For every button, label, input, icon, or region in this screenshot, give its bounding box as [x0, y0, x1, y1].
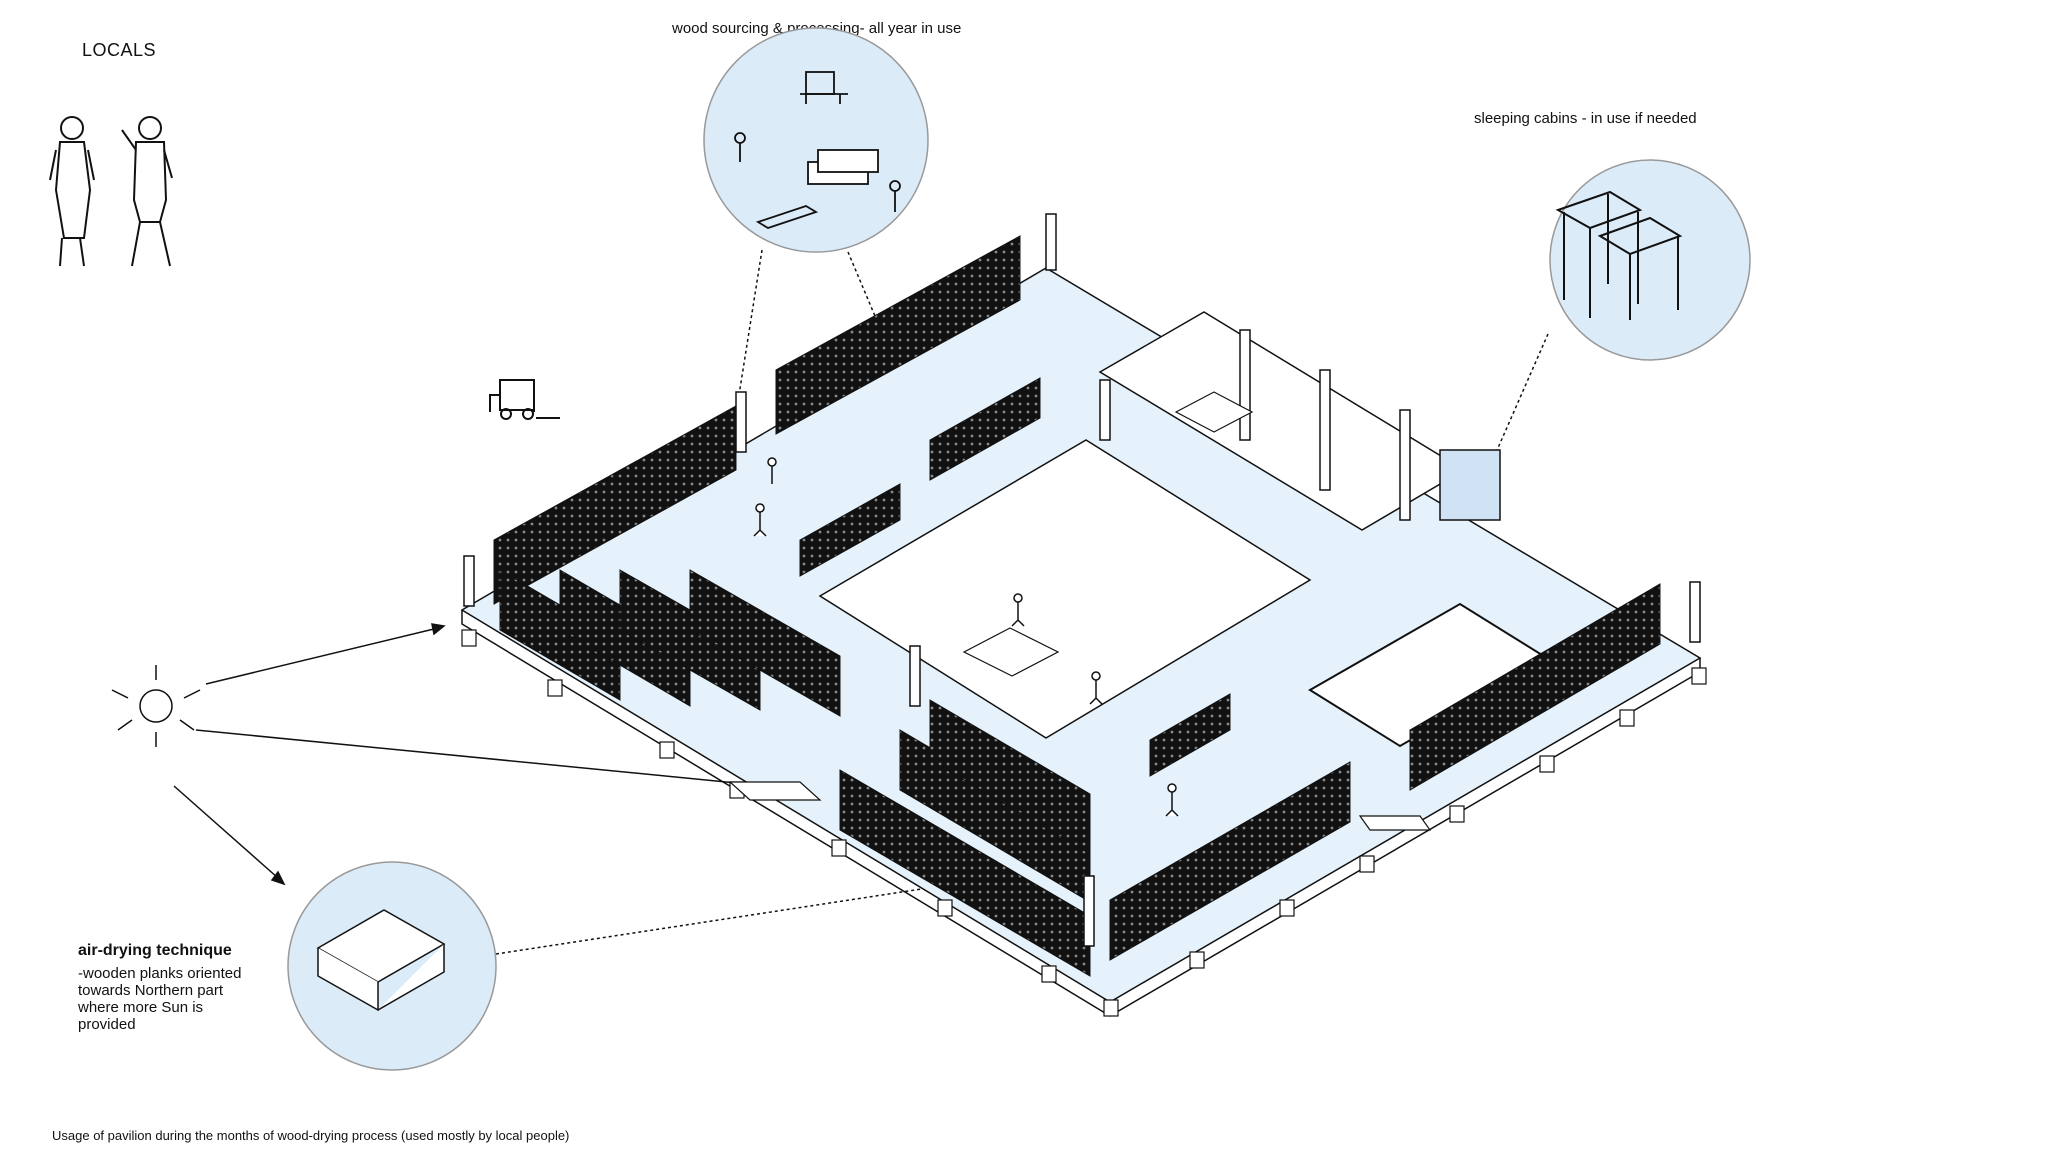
forklift-icon	[489, 379, 560, 420]
air-drying-title: air-drying technique	[78, 942, 232, 959]
wood-processing-callout	[703, 27, 929, 253]
wood-processing-scene	[734, 71, 901, 229]
desc-line-2: towards Northern part	[78, 982, 224, 999]
sleeping-cabins-callout	[1549, 159, 1751, 361]
cabin-block	[1439, 449, 1501, 521]
drying-racks	[493, 235, 1661, 977]
desc-line-1: -wooden planks oriented	[78, 965, 242, 982]
desc-line-4: provided	[78, 1016, 136, 1033]
footings	[461, 629, 1707, 1017]
sleeping-cabins-label: sleeping cabins - in use if needed	[1474, 110, 1697, 127]
local-person-2	[121, 116, 173, 267]
sleeping-cabin-frame	[1555, 190, 1683, 320]
pallets	[962, 391, 1254, 677]
local-person-1	[49, 116, 95, 267]
stairs	[728, 781, 1432, 831]
air-drying-description: -wooden planks oriented towards Northern…	[78, 965, 241, 1033]
figure-caption: Usage of pavilion during the months of w…	[52, 1128, 570, 1143]
locals-heading: LOCALS	[82, 40, 157, 60]
person-icon	[753, 457, 1179, 817]
sun-icon	[111, 665, 201, 747]
columns	[463, 213, 1701, 947]
stacked-planks-icon	[316, 909, 446, 1012]
courtyard-void	[818, 439, 1312, 739]
desc-line-3: where more Sun is	[78, 999, 204, 1016]
